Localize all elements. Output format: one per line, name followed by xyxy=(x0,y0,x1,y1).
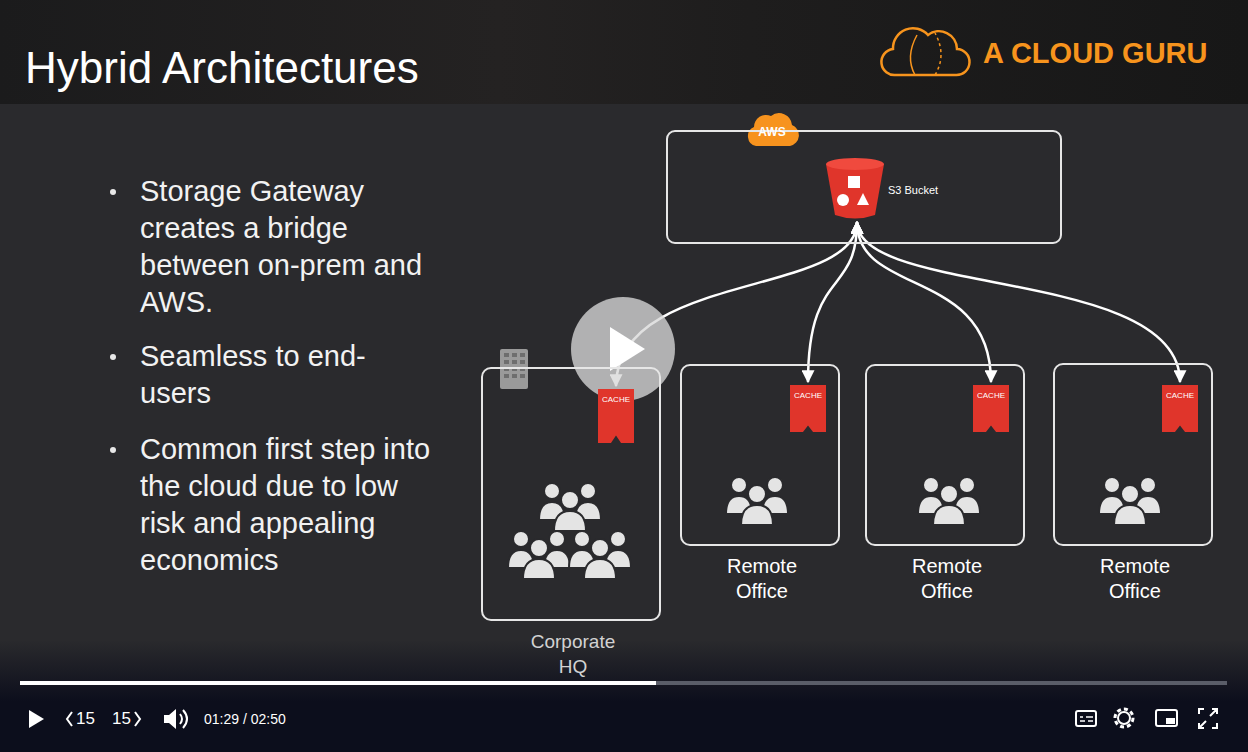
node-label: CACHE xyxy=(790,391,826,401)
office-box: Remote OfficeCACHE xyxy=(680,364,840,546)
cache-gateway: CACHE xyxy=(973,385,1009,432)
cache-gateway: CACHE xyxy=(598,389,634,443)
node-label: CACHE xyxy=(973,391,1009,401)
node-label: Remote Office xyxy=(710,554,814,604)
people-icon xyxy=(726,477,788,525)
people-icon xyxy=(508,531,570,579)
node-label: S3 Bucket xyxy=(888,183,938,197)
people-icon xyxy=(918,477,980,525)
cache-gateway: CACHE xyxy=(1162,385,1198,432)
office-box: Remote OfficeCACHE xyxy=(1053,363,1213,546)
bullet-dot xyxy=(110,447,116,453)
sync-arrow xyxy=(808,222,857,382)
sync-arrow xyxy=(857,222,991,382)
node-label: Corporate HQ xyxy=(517,629,629,679)
building-icon xyxy=(500,349,528,389)
s3-bucket: S3 Bucket xyxy=(828,159,886,221)
player-controls xyxy=(29,709,1217,729)
player-text: 15 xyxy=(76,708,95,729)
cache-gateway: CACHE xyxy=(790,385,826,432)
people-icon xyxy=(569,531,631,579)
player-shade xyxy=(0,640,1248,752)
node-label: Remote Office xyxy=(1083,554,1187,604)
s3-bucket-icon xyxy=(826,158,884,219)
node-label: CACHE xyxy=(598,395,634,405)
progress-track xyxy=(20,681,1227,685)
player-text: 01:29 / 02:50 xyxy=(204,710,286,728)
player-text: 15 xyxy=(112,708,131,729)
cloud-region: AWSS3 Bucket xyxy=(666,130,1062,244)
progress-played xyxy=(20,681,656,685)
slide-title: Hybrid Architectures xyxy=(25,42,419,94)
people-icon xyxy=(1099,477,1161,525)
node-label: CACHE xyxy=(1162,391,1198,401)
brand-logo-text: A CLOUD GURU xyxy=(983,35,1207,71)
bullet-dot xyxy=(110,189,116,195)
office-box: Corporate HQCACHE xyxy=(481,367,661,621)
bullet-dot xyxy=(110,354,116,360)
office-box: Remote OfficeCACHE xyxy=(865,364,1025,546)
sync-arrow xyxy=(857,222,1180,382)
node-label: AWS xyxy=(748,122,796,142)
people-icon xyxy=(539,483,601,531)
bullet-text: Storage Gateway creates a bridge between… xyxy=(140,173,452,321)
bullet-text: Common first step into the cloud due to … xyxy=(140,431,440,579)
bullet-text: Seamless to end-users xyxy=(140,338,402,412)
node-label: Remote Office xyxy=(895,554,999,604)
logo-cloud xyxy=(881,28,969,75)
